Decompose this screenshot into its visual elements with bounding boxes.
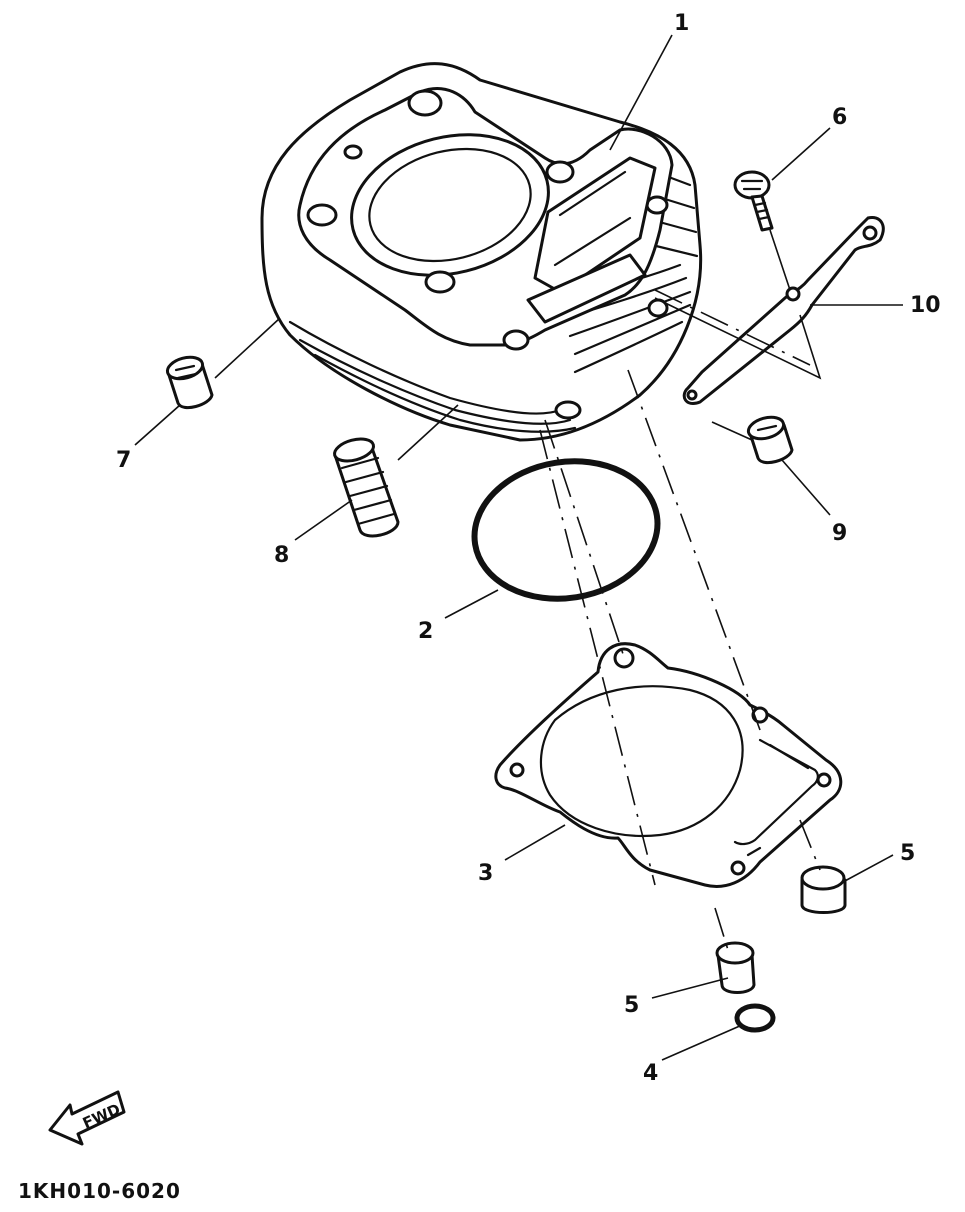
dowel-pin-lower [715, 941, 756, 994]
circlip [734, 1003, 776, 1033]
part-number-6: 6 [832, 105, 847, 130]
part-number-5-lower: 5 [624, 993, 639, 1018]
cylinder [260, 62, 703, 442]
dowel-pin-upper [800, 865, 847, 914]
part-number-3: 3 [478, 861, 493, 886]
fwd-arrow-icon: FWD [48, 1090, 126, 1146]
o-ring [471, 458, 661, 602]
plug-7 [165, 355, 214, 409]
part-number-10: 10 [910, 293, 941, 318]
part-labels: 1 2 3 4 5 5 6 7 8 9 10 [116, 11, 941, 1086]
leader-lines [134, 34, 903, 1061]
part-number-2: 2 [418, 619, 433, 644]
part-number-8: 8 [274, 543, 289, 568]
center-lines [539, 229, 822, 951]
part-number-5-upper: 5 [900, 841, 915, 866]
bracket [682, 215, 885, 405]
part-number-7: 7 [116, 448, 131, 473]
cylinder-gasket [494, 642, 843, 888]
plug-9 [746, 415, 794, 464]
drawing-code: 1KH010-6020 [18, 1179, 181, 1203]
part-number-9: 9 [832, 521, 847, 546]
part-number-1: 1 [674, 11, 689, 36]
part-number-4: 4 [643, 1061, 658, 1086]
spring-damper [333, 437, 400, 538]
bolt [733, 170, 774, 232]
